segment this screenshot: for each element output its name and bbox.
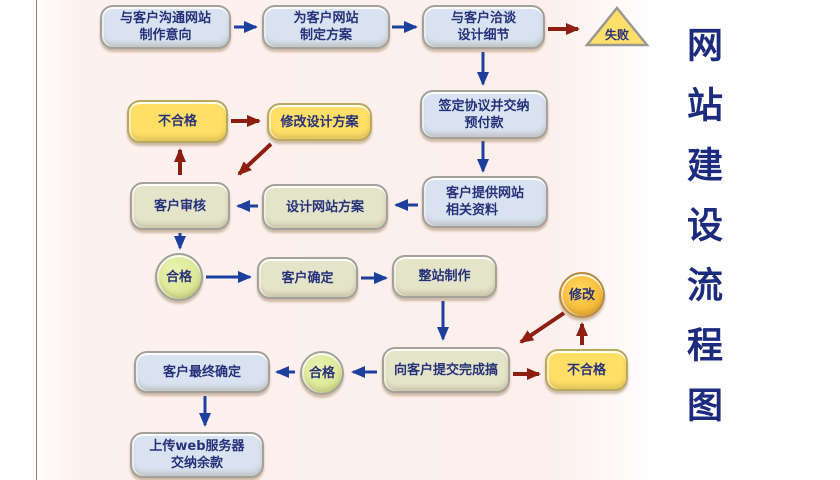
failure-triangle-icon xyxy=(585,6,649,47)
flow-node-design-plan: 设计网站方案 xyxy=(262,184,388,230)
flow-node-discuss-details: 与客户洽谈 设计细节 xyxy=(422,5,545,49)
flow-node-label: 设计网站方案 xyxy=(285,199,364,215)
flow-node-label: 与客户沟通网站 制作意向 xyxy=(119,11,211,43)
flow-node-unqualified-1: 不合格 xyxy=(127,100,228,143)
flow-node-client-confirm: 客户确定 xyxy=(257,257,358,299)
flow-node-label: 上传web服务器 交纳余款 xyxy=(149,439,245,471)
flow-node-upload-server: 上传web服务器 交纳余款 xyxy=(130,432,264,478)
flow-node-label: 合格 xyxy=(308,365,335,381)
page-title-vertical: 网站建设流程图 xyxy=(681,26,723,446)
flow-node-qualified-2: 合格 xyxy=(300,351,344,395)
flow-node-label: 整站制作 xyxy=(418,269,471,284)
flow-node-label: 不合格 xyxy=(566,362,606,378)
flow-node-client-review: 客户审核 xyxy=(130,182,230,230)
flow-node-label: 不合格 xyxy=(157,114,197,129)
flow-node-submit-final: 向客户提交完成搞 xyxy=(382,347,510,393)
flow-node-label: 为客户网站 制定方案 xyxy=(293,11,359,43)
flow-node-label: 修改设计方案 xyxy=(280,114,359,130)
flow-node-label: 合格 xyxy=(165,269,192,285)
flow-node-label: 向客户提交完成搞 xyxy=(393,362,498,378)
flowchart-panel xyxy=(37,0,659,480)
flow-node-label: 修改 xyxy=(568,287,595,303)
flow-node-qualified-1: 合格 xyxy=(155,253,203,301)
flow-node-modify-plan: 修改设计方案 xyxy=(267,103,372,141)
flow-node-communicate-intent: 与客户沟通网站 制作意向 xyxy=(100,5,231,49)
left-divider-line xyxy=(36,0,37,480)
flow-node-label: 客户确定 xyxy=(281,270,334,286)
flow-node-sign-agreement: 签定协议并交纳 预付款 xyxy=(420,90,548,139)
flow-node-client-materials: 客户提供网站 相关资料 xyxy=(422,176,548,228)
flow-node-final-confirm: 客户最终确定 xyxy=(134,351,270,393)
flow-node-modify: 修改 xyxy=(559,272,605,318)
flow-node-unqualified-2: 不合格 xyxy=(545,349,628,391)
flow-node-make-plan: 为客户网站 制定方案 xyxy=(262,5,390,49)
flow-node-label: 客户提供网站 相关资料 xyxy=(445,186,524,218)
flow-node-label: 签定协议并交纳 预付款 xyxy=(438,98,530,131)
flow-node-label: 客户最终确定 xyxy=(162,364,241,380)
flow-node-label: 失败 xyxy=(604,28,629,42)
flow-node-label: 客户审核 xyxy=(153,198,206,214)
flow-node-label: 与客户洽谈 设计细节 xyxy=(450,11,516,43)
flow-node-fail: 失败 xyxy=(585,6,649,47)
flow-node-site-production: 整站制作 xyxy=(392,255,497,298)
